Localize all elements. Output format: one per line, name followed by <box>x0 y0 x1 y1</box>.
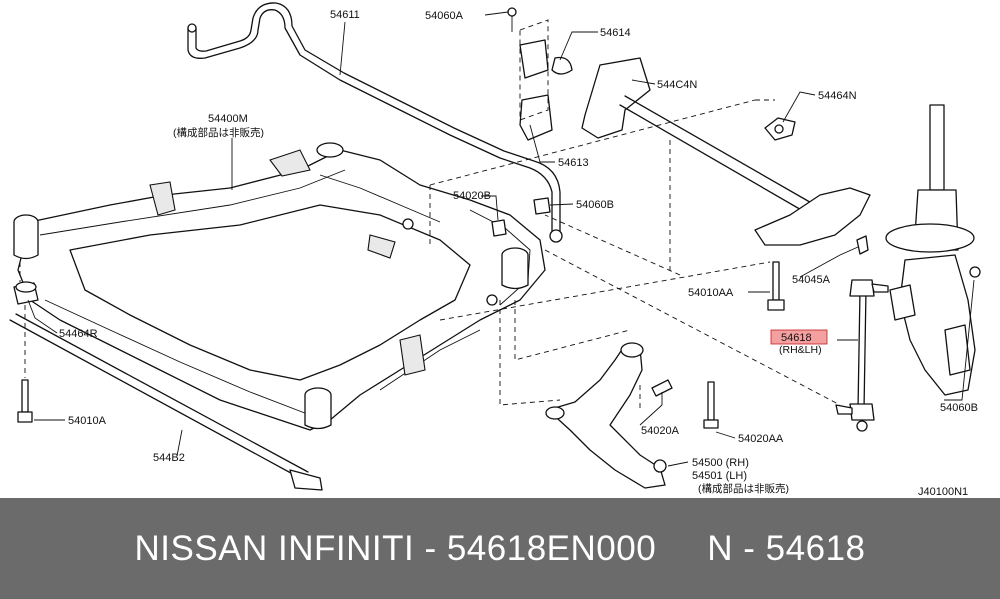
left-mount-54464r <box>13 281 39 305</box>
stabilizer-link-54618 <box>835 279 889 432</box>
highlight-box-54618 <box>770 329 828 345</box>
bolt-54010a <box>17 379 33 423</box>
callout-54060a: 54060A <box>425 10 464 22</box>
insulator-54464n <box>764 117 796 141</box>
callout-54501: 54501 (LH) <box>692 470 747 482</box>
exploded-parts-diagram: .ln { fill:none; stroke:#111; stroke-wid… <box>9 2 981 498</box>
bolt-54045a <box>856 235 869 255</box>
callout-54060b-right: 54060B <box>940 402 978 414</box>
callout-54500: 54500 (RH) <box>692 457 749 469</box>
bolt-54020a <box>651 379 673 397</box>
callout-54464r: 54464R <box>59 328 98 340</box>
stabilizer-bushing <box>507 7 573 141</box>
footer-banner: NISSAN INFINITI - 54618EN000 N - 54618 <box>0 498 1000 599</box>
stabilizer-bar <box>187 2 563 243</box>
callout-544c4n: 544C4N <box>657 79 697 91</box>
lower-control-arm <box>545 342 667 489</box>
bolt-54010aa <box>767 261 785 311</box>
diagram-code: J40100N1 <box>918 486 968 498</box>
bolt-54020aa <box>703 381 719 429</box>
assembly-guide-lines <box>19 99 841 410</box>
callout-54464n: 54464N <box>818 90 857 102</box>
callout-54618: 54618 <box>781 332 812 344</box>
callout-54045a: 54045A <box>792 274 831 286</box>
callout-54400m-note: (構成部品は非販売) <box>173 126 264 139</box>
front-subframe <box>13 142 546 431</box>
strut-assembly <box>885 104 981 396</box>
callout-5450x-note: (構成部品は非販売) <box>698 482 789 495</box>
reinforcement-bar-544b2 <box>9 313 323 491</box>
callout-54613: 54613 <box>558 157 589 169</box>
callout-54060b-top: 54060B <box>576 199 614 211</box>
callout-labels: 54611 54060A 54614 544C4N 54464N 54400M … <box>59 9 978 498</box>
callout-544b2: 544B2 <box>153 452 185 464</box>
callout-54010a: 54010A <box>68 415 107 427</box>
rear-member-bracket <box>581 57 871 246</box>
callout-54614: 54614 <box>600 27 631 39</box>
nut-54060b <box>533 197 551 215</box>
callout-54020b: 54020B <box>453 190 491 202</box>
callout-54020aa: 54020AA <box>738 433 784 445</box>
callout-54618-side: (RH&LH) <box>779 344 822 356</box>
callout-54611: 54611 <box>330 9 360 21</box>
nut-54020b <box>491 219 507 237</box>
callout-54010aa: 54010AA <box>688 287 734 299</box>
callout-54400m: 54400M <box>208 113 248 125</box>
callout-54020a: 54020A <box>641 425 680 437</box>
leader-lines <box>27 11 975 467</box>
part-number-title: NISSAN INFINITI - 54618EN000 N - 54618 <box>134 529 866 568</box>
